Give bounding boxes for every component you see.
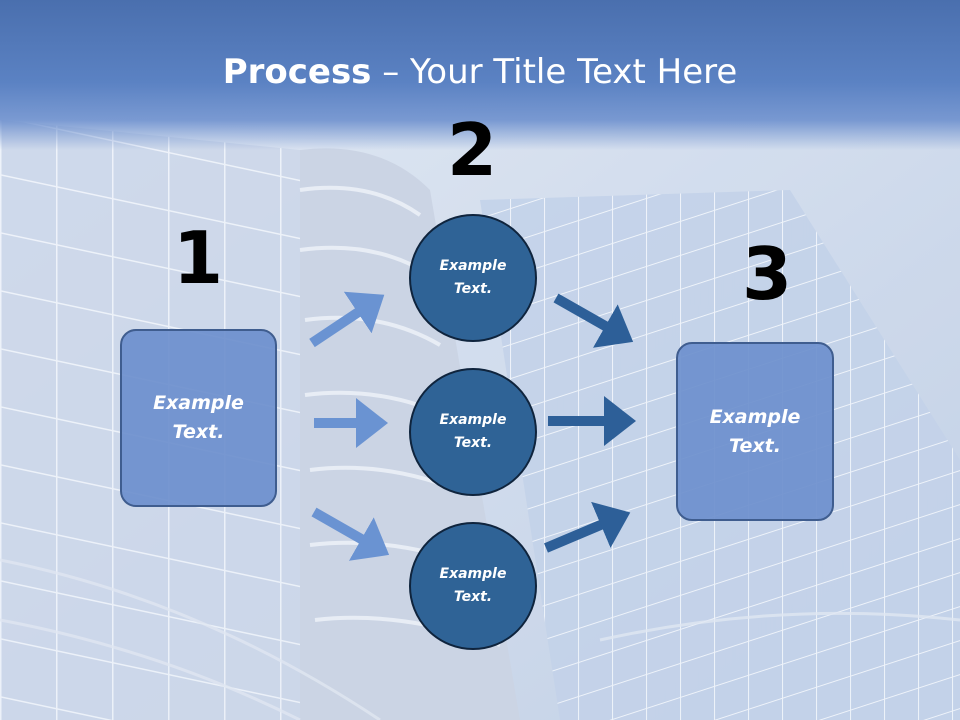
circle-middle: Example Text. (409, 368, 537, 496)
slide-title: Process – Your Title Text Here (0, 52, 960, 92)
arrow-bottom-to-right (544, 501, 631, 553)
step-number-3: 3 (741, 232, 793, 316)
left-box: Example Text. (120, 329, 277, 507)
arrow-top-to-right (553, 293, 634, 348)
title-bar (0, 0, 960, 150)
circle-middle-text: Example Text. (439, 412, 507, 451)
arrow-left-to-top (309, 291, 385, 348)
circle-top: Example Text. (409, 214, 537, 342)
left-box-text: Example Text. (153, 392, 244, 443)
circle-top-text: Example Text. (439, 258, 507, 297)
right-box: Example Text. (676, 342, 834, 521)
circle-bottom: Example Text. (409, 522, 537, 650)
title-bold: Process (222, 52, 372, 92)
right-box-text: Example Text. (709, 405, 801, 457)
step-number-2: 2 (446, 108, 498, 192)
arrow-left-to-bottom (311, 507, 390, 561)
circle-bottom-text: Example Text. (439, 566, 507, 605)
step-number-1: 1 (172, 216, 224, 300)
title-rest: – Your Title Text Here (371, 52, 738, 92)
